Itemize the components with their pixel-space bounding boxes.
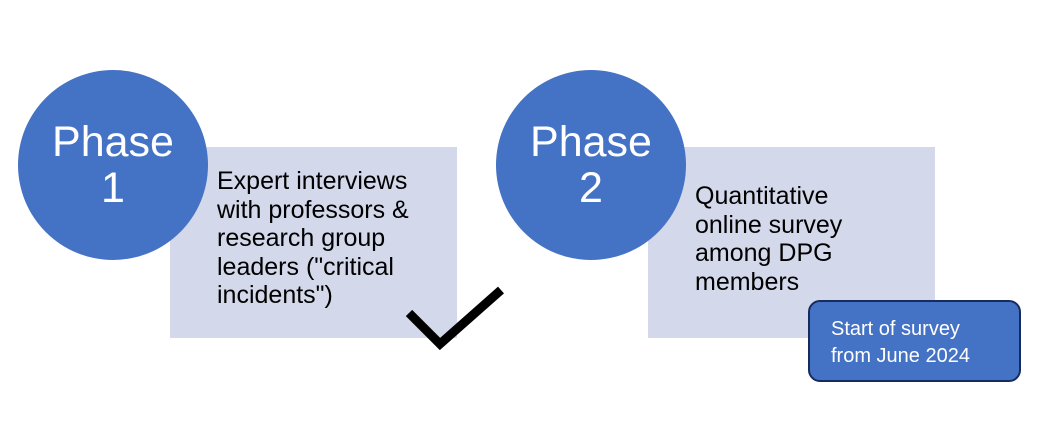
phase-2-label: Phase [530,118,652,166]
phase-1-number: 1 [101,164,125,212]
phase-2-description: Quantitative online survey among DPG mem… [695,182,843,296]
phase-1-description-box [170,147,457,338]
phase-1-circle: Phase 1 [18,70,208,260]
survey-start-callout: Start of survey from June 2024 [808,300,1021,382]
phase-2-number: 2 [579,164,603,212]
phase-1-description: Expert interviews with professors & rese… [217,167,409,309]
phase-1-label: Phase [52,118,174,166]
phase-2-circle: Phase 2 [496,70,686,260]
